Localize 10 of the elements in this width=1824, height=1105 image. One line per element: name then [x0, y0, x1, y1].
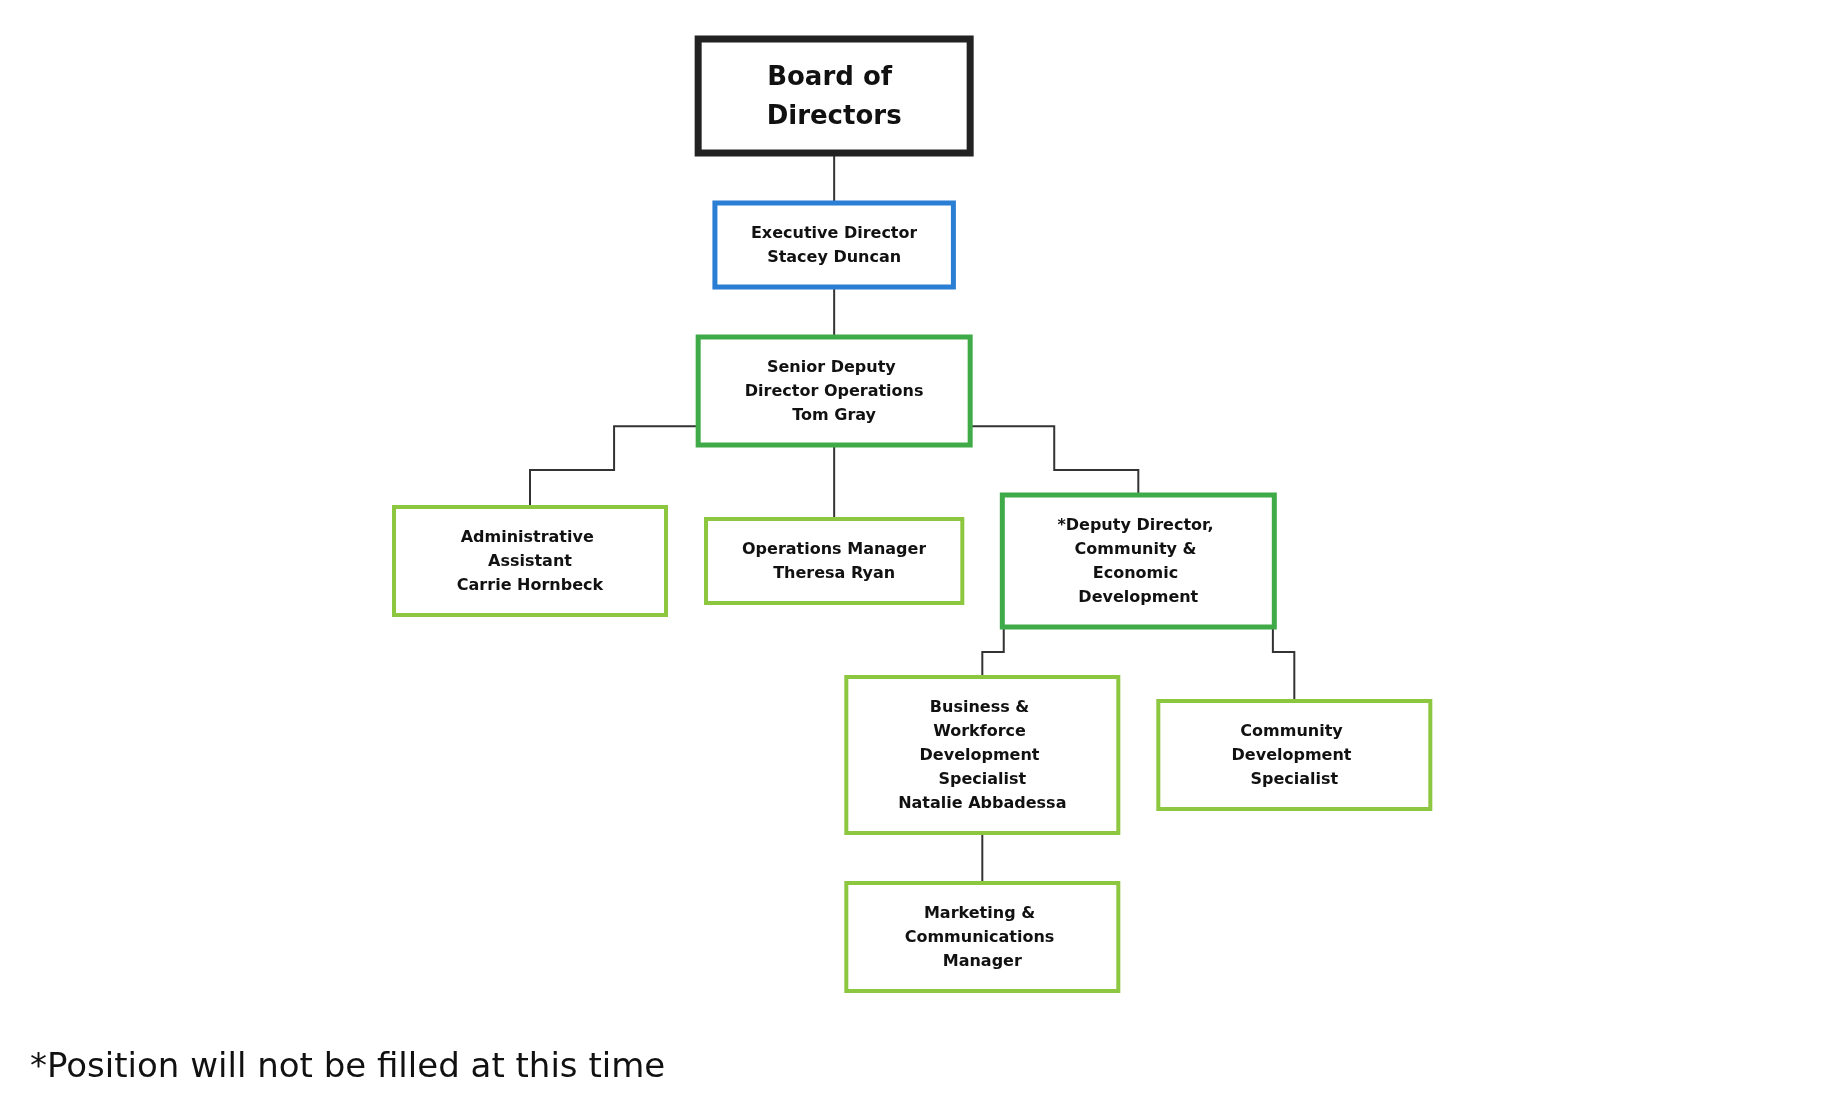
node-box: Senior Deputy Director Operations Tom Gray	[695, 334, 973, 448]
footnote: *Position will not be filled at this time	[30, 1045, 666, 1085]
node-box: Business & Workforce Development Specialist Natalie Abbadessa	[844, 675, 1121, 835]
node-box: Community Development Specialist	[1156, 699, 1433, 811]
node-box: Marketing & Communications Manager	[844, 881, 1121, 993]
node-box: Operations Manager Theresa Ryan	[703, 517, 965, 605]
node-box: *Deputy Director, Community & Economic Development	[999, 492, 1277, 630]
node-box: Administrative Assistant Carrie Hornbeck	[391, 505, 668, 617]
node-box: Board of Directors	[694, 35, 974, 157]
node-box: Executive Director Stacey Duncan	[712, 200, 956, 290]
